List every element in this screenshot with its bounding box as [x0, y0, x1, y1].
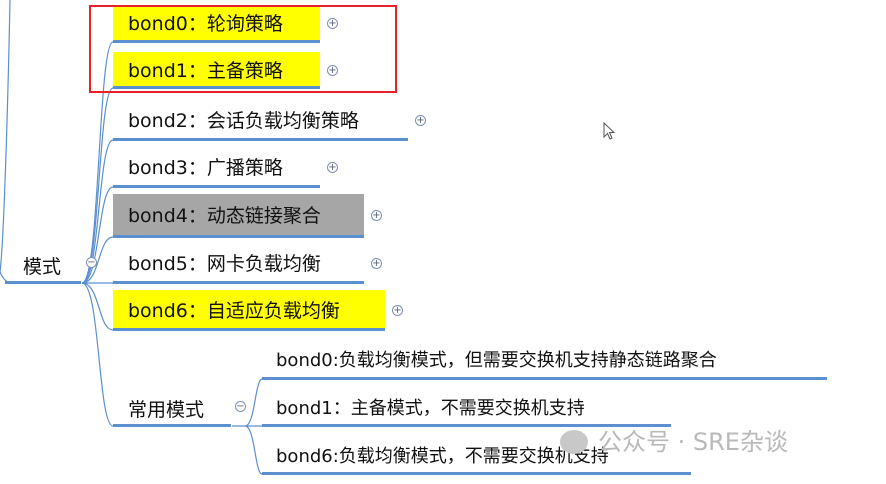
mode-node-bond5[interactable]: bond5：网卡负载均衡: [113, 244, 364, 284]
mode-node-bond4[interactable]: bond4：动态链接聚合: [113, 194, 364, 238]
mode-node-bond2[interactable]: bond2：会话负载均衡策略: [113, 100, 408, 141]
underline: [113, 328, 385, 331]
common-modes-node[interactable]: 常用模式: [113, 392, 231, 427]
root-node-mode[interactable]: 模式: [5, 250, 81, 284]
expand-icon[interactable]: +: [327, 64, 338, 76]
common-item-bond6[interactable]: bond6:负载均衡模式，不需要交换机支持: [262, 440, 691, 475]
expand-icon[interactable]: +: [392, 304, 403, 316]
mode-label: bond4：动态链接聚合: [128, 205, 321, 227]
mode-label: bond1：主备策略: [128, 59, 283, 82]
mode-label: bond5：网卡负载均衡: [128, 253, 321, 275]
underline: [262, 377, 827, 380]
collapse-icon[interactable]: −: [235, 401, 246, 412]
underline: [113, 86, 320, 89]
underline: [113, 185, 320, 188]
underline: [5, 281, 81, 284]
expand-icon[interactable]: +: [327, 162, 338, 173]
common-item-bond1[interactable]: bond1：主备模式，不需要交换机支持: [262, 392, 671, 427]
item-label: bond1：主备模式，不需要交换机支持: [276, 398, 585, 419]
common-modes-label: 常用模式: [128, 398, 205, 421]
expand-icon[interactable]: +: [415, 114, 426, 126]
underline: [113, 40, 320, 43]
underline: [262, 424, 671, 427]
mode-link: [81, 186, 114, 284]
root-label: 模式: [23, 256, 62, 278]
mode-node-bond1[interactable]: bond1：主备策略: [113, 52, 320, 89]
common-item-bond0[interactable]: bond0:负载均衡模式，但需要交换机支持静态链路聚合: [262, 344, 827, 380]
mode-node-bond3[interactable]: bond3：广播策略: [113, 148, 320, 188]
underline: [113, 424, 231, 427]
mode-node-bond6[interactable]: bond6：自适应负载均衡: [113, 290, 385, 331]
expand-icon[interactable]: +: [371, 258, 382, 269]
mode-link: [81, 282, 114, 331]
mode-label: bond0：轮询策略: [128, 13, 283, 35]
mode-label: bond6：自适应负载均衡: [128, 299, 340, 322]
expand-icon[interactable]: +: [371, 210, 382, 221]
collapse-icon[interactable]: −: [86, 257, 97, 268]
mode-link: [81, 139, 114, 284]
mouse-cursor-icon: [603, 122, 616, 140]
mode-link: [81, 41, 114, 284]
selection-rectangle: [89, 5, 397, 93]
underline: [262, 472, 691, 475]
mode-link: [81, 87, 114, 284]
wechat-icon: [560, 430, 588, 454]
mode-label: bond3：广播策略: [128, 157, 283, 179]
item-label: bond6:负载均衡模式，不需要交换机支持: [276, 446, 609, 467]
watermark-text: 公众号 · SRE杂谈: [598, 428, 788, 456]
mode-node-bond0[interactable]: bond0：轮询策略: [113, 5, 320, 43]
expand-icon[interactable]: +: [327, 18, 338, 29]
underline: [113, 138, 408, 141]
mode-link: [81, 236, 114, 284]
watermark: 公众号 · SRE杂谈: [560, 422, 788, 457]
item-label: bond0:负载均衡模式，但需要交换机支持静态链路聚合: [276, 350, 717, 371]
underline: [113, 281, 364, 284]
mode-label: bond2：会话负载均衡策略: [128, 109, 359, 132]
underline: [113, 235, 364, 238]
